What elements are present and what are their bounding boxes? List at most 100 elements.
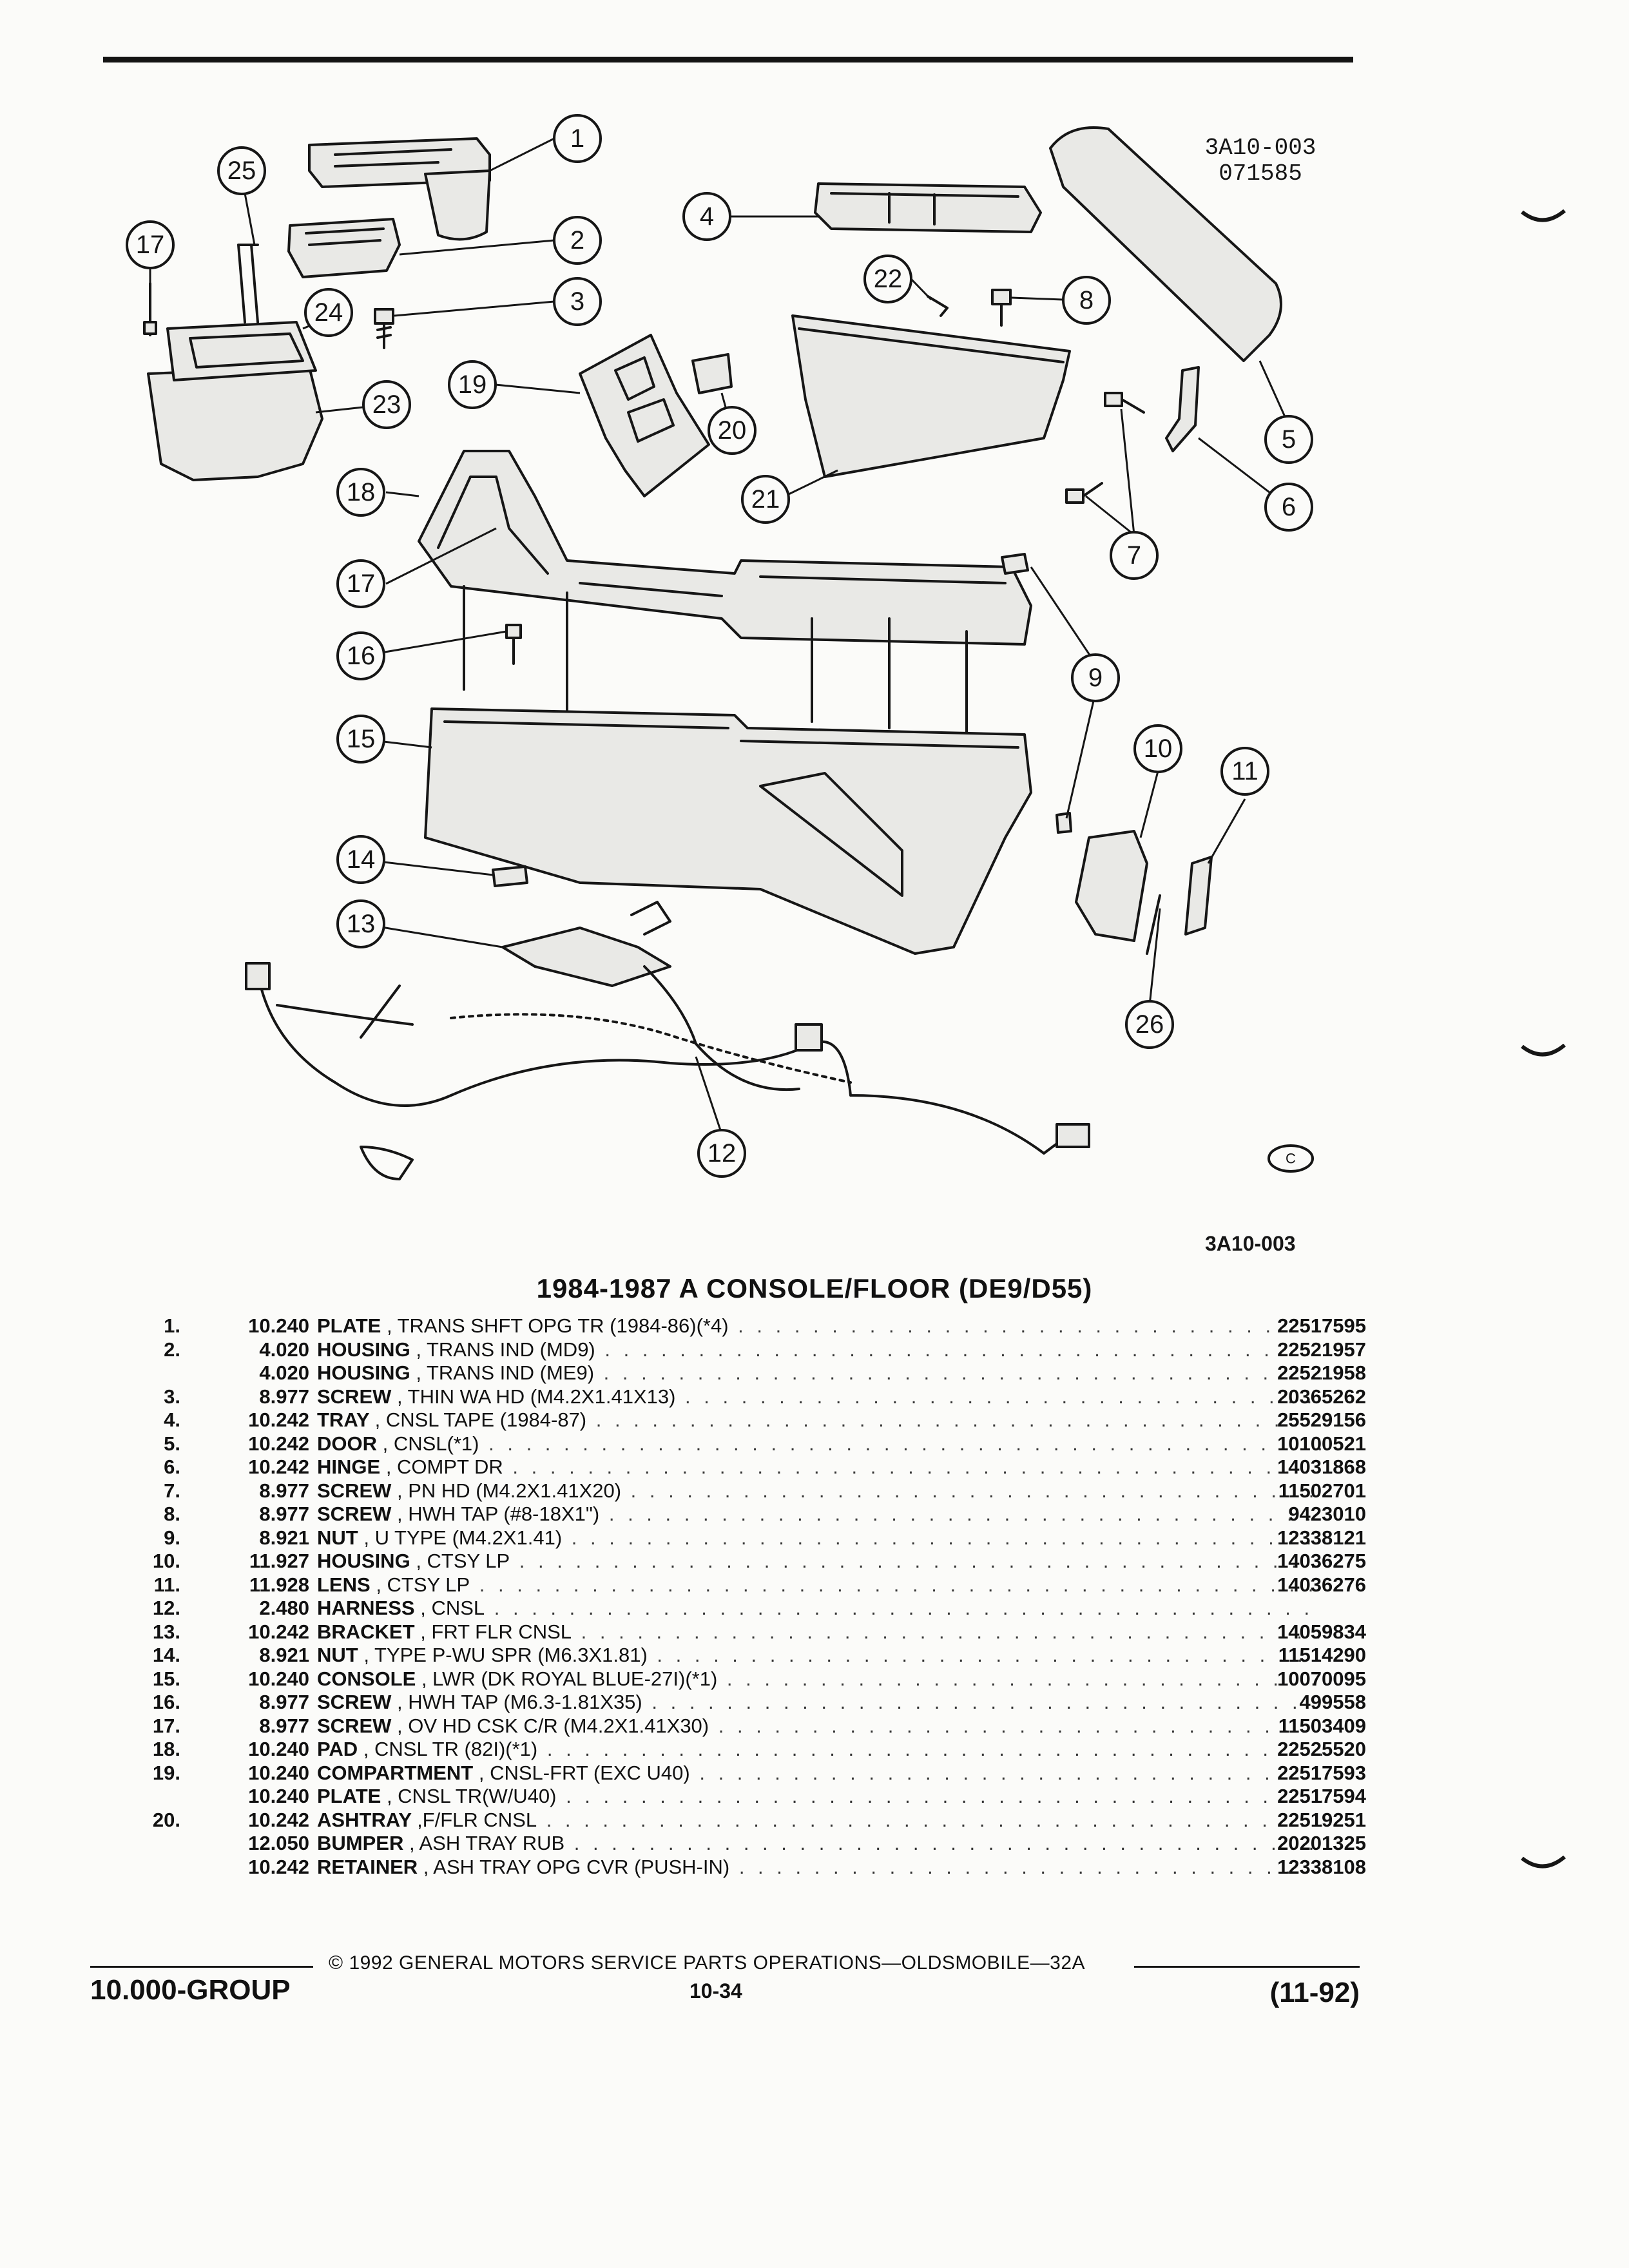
part-number: 9423010 [1288, 1503, 1366, 1525]
item-number: 7. [164, 1479, 180, 1502]
svg-text:23: 23 [372, 390, 401, 419]
dot-leader: . . . . . . . . . . . . . . . . . . . . … [726, 1667, 1322, 1690]
dot-leader: . . . . . . . . . . . . . . . . . . . . … [699, 1761, 1322, 1784]
part-number: 22517593 [1277, 1761, 1366, 1784]
group-number: 8.977 [259, 1503, 309, 1525]
part-name: SCREW [317, 1385, 392, 1408]
group-number: 11.927 [249, 1550, 309, 1572]
parts-list-row: 17. 8.977 SCREW , OV HD CSK C/R (M4.2X1.41… [129, 1715, 1366, 1738]
part-name: BRACKET [317, 1620, 415, 1643]
part-detail: , COMPT DR [385, 1456, 503, 1478]
part-name: DOOR [317, 1432, 377, 1455]
svg-text:16: 16 [347, 642, 376, 670]
part-detail: , TRANS IND (ME9) [416, 1361, 595, 1384]
part-detail: , OV HD CSK C/R (M4.2X1.41X30) [397, 1714, 709, 1737]
dot-leader: . . . . . . . . . . . . . . . . . . . . … [479, 1573, 1322, 1596]
part-lamp-lens [1184, 856, 1213, 936]
svg-text:24: 24 [314, 298, 343, 327]
item-number: 20. [152, 1808, 180, 1831]
callout-7: 7 [1110, 531, 1159, 580]
part-detail: , CTSY LP [376, 1573, 470, 1596]
svg-text:25: 25 [227, 157, 256, 185]
part-number: 25529156 [1277, 1408, 1366, 1431]
callout-22: 22 [863, 255, 912, 303]
part-screw-16 [505, 624, 522, 665]
figure-code-bottom: 3A10-003 [1205, 1232, 1296, 1255]
part-name: SCREW [317, 1691, 392, 1713]
group-number: 10.242 [248, 1808, 309, 1831]
callout-11: 11 [1220, 747, 1269, 796]
exploded-parts-diagram: 1 2 3 4 5 6 7 8 9 10 11 12 13 14 15 16 1… [126, 114, 1314, 1180]
part-nut-9b [1055, 812, 1072, 834]
part-name: RETAINER [317, 1855, 418, 1878]
item-number: 17. [152, 1714, 180, 1737]
part-clip-25 [237, 244, 259, 323]
dot-leader: . . . . . . . . . . . . . . . . . . . . … [571, 1526, 1322, 1549]
group-number: 12.050 [248, 1832, 309, 1854]
item-number: 6. [164, 1456, 180, 1478]
callout-1: 1 [553, 114, 602, 163]
callout-3: 3 [553, 277, 602, 326]
group-number: 8.977 [259, 1691, 309, 1713]
callout-20: 20 [708, 406, 757, 455]
group-number: 10.242 [248, 1456, 309, 1478]
part-description: TRAY , CNSL TAPE (1984-87) . . . . . . .… [317, 1408, 1322, 1432]
svg-text:4: 4 [700, 202, 714, 231]
group-number: 10.240 [248, 1314, 309, 1337]
part-console-door [1049, 126, 1282, 362]
part-description: DOOR , CNSL(*1) . . . . . . . . . . . . … [317, 1432, 1322, 1456]
svg-text:8: 8 [1079, 286, 1094, 314]
part-number: 10070095 [1277, 1667, 1366, 1690]
dot-leader: . . . . . . . . . . . . . . . . . . . . … [604, 1338, 1322, 1361]
footer-rule-right [1134, 1966, 1360, 1968]
part-number: 14036275 [1277, 1550, 1366, 1572]
group-number: 10.240 [248, 1761, 309, 1784]
part-description: PAD , CNSL TR (82I)(*1) . . . . . . . . … [317, 1738, 1322, 1762]
part-number: 12338108 [1277, 1855, 1366, 1878]
dot-leader: . . . . . . . . . . . . . . . . . . . . … [738, 1855, 1322, 1878]
revision-date: (11-92) [1269, 1977, 1360, 2008]
part-number: 11503409 [1278, 1714, 1366, 1737]
group-number: 10.240 [248, 1785, 309, 1807]
part-ashtray [691, 353, 733, 394]
part-number: 14036276 [1277, 1573, 1366, 1596]
part-number: 12338121 [1277, 1526, 1366, 1549]
figure-code-top: 3A10-003 071585 [1204, 135, 1316, 187]
dot-leader: . . . . . . . . . . . . . . . . . . . . … [519, 1550, 1322, 1572]
part-description: SCREW , OV HD CSK C/R (M4.2X1.41X30) . .… [317, 1715, 1322, 1738]
svg-text:20: 20 [718, 416, 747, 445]
part-detail: ,F/FLR CNSL [417, 1808, 537, 1831]
svg-text:13: 13 [347, 910, 376, 938]
item-number: 11. [153, 1573, 180, 1596]
callout-13: 13 [336, 899, 385, 948]
part-description: LENS , CTSY LP . . . . . . . . . . . . .… [317, 1573, 1322, 1597]
part-number: 11502701 [1278, 1479, 1366, 1502]
svg-text:9: 9 [1088, 664, 1103, 692]
svg-text:19: 19 [458, 370, 487, 399]
part-description: HOUSING , CTSY LP . . . . . . . . . . . … [317, 1550, 1322, 1573]
part-console-pad [418, 450, 1032, 742]
part-hinge [1165, 366, 1200, 452]
part-nut-14 [492, 865, 528, 887]
part-name: COMPARTMENT [317, 1761, 474, 1784]
part-detail: , TRANS SHFT OPG TR (1984-86)(*4) [386, 1314, 729, 1337]
svg-text:5: 5 [1282, 425, 1296, 454]
part-tape-tray [814, 182, 1042, 233]
part-lamp-housing [1075, 830, 1148, 942]
group-number: 8.977 [259, 1714, 309, 1737]
item-number: 18. [152, 1738, 180, 1760]
part-detail: , PN HD (M4.2X1.41X20) [397, 1479, 622, 1502]
item-number: 2. [164, 1338, 180, 1361]
svg-text:12: 12 [708, 1139, 737, 1168]
part-detail: , CNSL TR(W/U40) [386, 1785, 557, 1807]
part-description: RETAINER , ASH TRAY OPG CVR (PUSH-IN) . … [317, 1856, 1322, 1879]
